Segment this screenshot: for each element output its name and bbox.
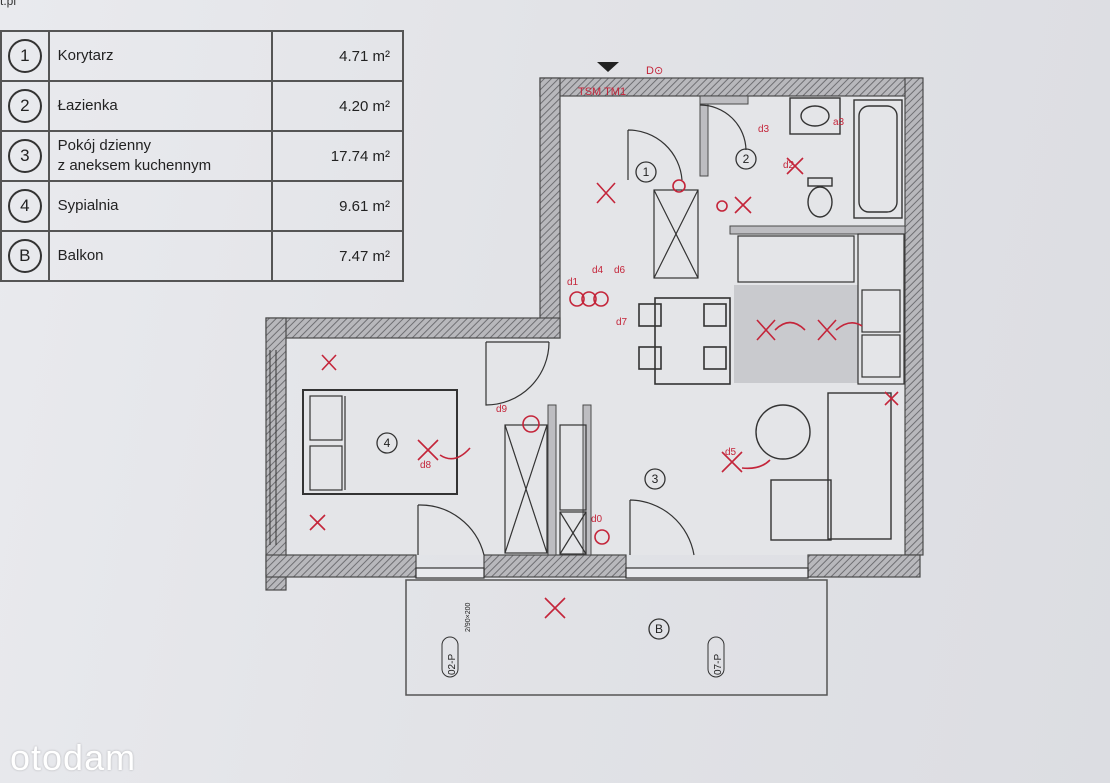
- room-area: 9.61 m²: [271, 180, 404, 232]
- room-name: Korytarz: [47, 30, 274, 82]
- room-area: 4.71 m²: [271, 30, 404, 82]
- red-label-d3: d3: [758, 124, 770, 135]
- red-label-d0: d0: [591, 514, 603, 525]
- doors: [417, 104, 747, 556]
- bathroom-fixtures: [789, 97, 903, 219]
- room-area: 17.74 m²: [271, 130, 404, 182]
- wall-windows: [269, 350, 277, 545]
- internal-walls: [547, 95, 906, 556]
- window-dim: 2/90×200: [465, 603, 472, 632]
- room-number-badge: 1: [7, 39, 42, 73]
- room-number-badge: 4: [7, 189, 42, 223]
- top-tags: TSM TM1: [578, 86, 626, 98]
- room-number-markers: [376, 148, 757, 640]
- window-tag-07p: 07-P: [713, 654, 724, 675]
- red-label-d9: d9: [496, 404, 508, 415]
- red-label-d8: d8: [420, 460, 432, 471]
- room-number-badge: 3: [7, 139, 42, 173]
- room-label-4: 4: [384, 436, 391, 450]
- apartment-floor: [300, 95, 905, 555]
- red-label-d4: d4: [592, 265, 604, 276]
- dining-set: [638, 297, 731, 385]
- kitchen-units: [737, 233, 905, 385]
- window-tag-02p: 02-P: [447, 654, 458, 675]
- room-label-2: 2: [743, 152, 750, 166]
- do-label: D⊙: [646, 65, 663, 77]
- bottom-glazing: [415, 567, 809, 579]
- living-furniture: [755, 392, 892, 541]
- red-label-d5: d5: [725, 447, 737, 458]
- room-label-3: 3: [652, 472, 659, 486]
- red-label-a3: a3: [833, 117, 845, 128]
- wardrobe-hall: [504, 189, 699, 555]
- kitchen-counter: [734, 285, 858, 383]
- room-name: Pokój dzienny z aneksem kuchennym: [47, 130, 274, 182]
- room-number-badge: 2: [7, 89, 42, 123]
- room-label-1: 1: [643, 165, 650, 179]
- red-label-d1: d1: [567, 277, 579, 288]
- window-tags: [441, 636, 725, 678]
- outer-walls: [265, 77, 924, 591]
- red-label-d6: d6: [614, 265, 626, 276]
- room-number-badge: B: [7, 239, 42, 273]
- balcony-outline: [405, 579, 828, 696]
- room-area: 7.47 m²: [271, 230, 404, 282]
- top-text-fragment: t.pl: [0, 0, 17, 8]
- red-label-d7: d7: [616, 317, 628, 328]
- room-label-b: B: [655, 622, 663, 636]
- room-area: 4.20 m²: [271, 80, 404, 132]
- entrance-arrow-icon: [597, 62, 619, 72]
- red-label-d2: d2: [783, 160, 795, 171]
- room-name: Łazienka: [47, 80, 274, 132]
- electrical-marks: [309, 157, 899, 619]
- room-name: Sypialnia: [47, 180, 274, 232]
- bed: [302, 389, 458, 495]
- room-name: Balkon: [47, 230, 274, 282]
- otodam-watermark: otodam: [10, 737, 137, 778]
